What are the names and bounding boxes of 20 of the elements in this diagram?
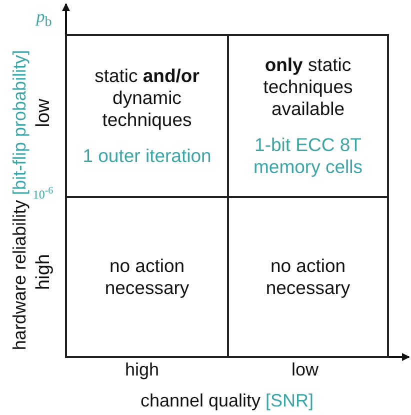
axis-tick-label: high <box>124 360 160 380</box>
axis-title: hardware reliability <box>10 200 30 350</box>
axis-unit: [SNR] <box>266 390 314 412</box>
axis-tick-label: 10$^{-6}$ <box>32 186 54 202</box>
axis-tick-label: high <box>33 254 55 290</box>
quadrant-box <box>65 196 229 358</box>
axis-tick-label: low <box>33 98 55 128</box>
quadrant-box <box>227 34 389 198</box>
axis-tick-label: low <box>292 360 318 380</box>
quadrant-text: no action necessary <box>264 254 352 300</box>
example-text: 1-bit ECC 8T memory cells <box>252 134 364 178</box>
quadrant-box <box>227 196 389 358</box>
quadrant-box <box>65 34 229 198</box>
axis-unit: [bit-flip probability] <box>10 50 30 195</box>
example-text: 1 outer iteration <box>82 145 212 168</box>
axis-title: channel quality <box>140 390 261 412</box>
quadrant-text: static and/or dynamic techniques <box>94 64 200 132</box>
quadrant-text: no action necessary <box>104 254 190 300</box>
axis-symbol: p$_{b}$ <box>36 6 52 32</box>
quadrant-text: only static techniques available <box>262 54 354 120</box>
